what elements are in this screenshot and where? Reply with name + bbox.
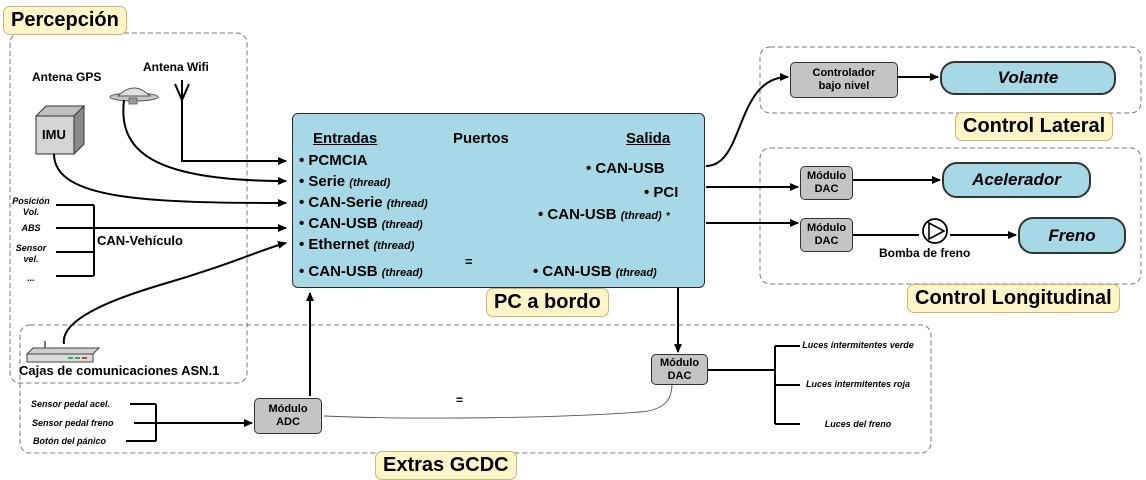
modulo-dac-extras-box: Módulo DAC — [651, 354, 708, 385]
luces-roja: Luces intermitentes roja — [805, 379, 911, 389]
output-can-usb-thread: • CAN-USB (thread) * — [538, 206, 670, 223]
salida-header: Salida — [626, 130, 671, 147]
input-can-serie: • CAN-Serie (thread) — [299, 194, 428, 211]
gps-antenna-icon — [109, 87, 159, 105]
pc-a-bordo-box: Entradas Puertos Salida • PCMCIA • Serie… — [292, 113, 705, 288]
section-extras-gcdc: Extras GCDC — [375, 451, 517, 480]
cajas-label: Cajas de comunicaciones ASN.1 — [19, 363, 220, 378]
signal-vel: vel. — [23, 254, 39, 264]
modulo-dac-1-box: Módulo DAC — [800, 166, 853, 200]
imu-label: IMU — [42, 127, 66, 142]
imu-icon — [34, 104, 86, 156]
bomba-label: Bomba de freno — [879, 246, 971, 260]
controlador-box: Controlador bajo nivel — [790, 62, 898, 98]
signal-vol: Vol. — [22, 207, 40, 217]
entradas-header: Entradas — [313, 130, 378, 147]
signal-posicion: Posición — [12, 196, 50, 206]
input-pcmcia: • PCMCIA — [299, 152, 368, 169]
output-pci: • PCI — [644, 184, 679, 201]
acelerador-box: Acelerador — [942, 162, 1091, 198]
wifi-antenna-icon — [174, 80, 190, 101]
can-vehiculo-label: CAN-Vehículo — [97, 233, 183, 248]
can-vehiculo-bracket — [56, 204, 287, 277]
luces-verde: Luces intermitentes verde — [802, 340, 914, 350]
modulo-dac-2-box: Módulo DAC — [800, 218, 853, 252]
signal-sensor: Sensor — [15, 243, 47, 253]
section-control-lateral: Control Lateral — [955, 112, 1114, 141]
modulo-adc-box: Módulo ADC — [254, 398, 322, 434]
extras-equals: = — [456, 393, 464, 407]
freno-box: Freno — [1018, 217, 1126, 254]
output-can-usb: • CAN-USB — [586, 160, 665, 177]
input-can-usb: • CAN-USB (thread) — [299, 215, 423, 232]
pc-equals: = — [465, 254, 473, 269]
signal-abs: ABS — [21, 223, 41, 233]
boton-panico: Botón del pánico — [33, 436, 106, 446]
signal-more: ... — [27, 273, 35, 283]
luces-freno: Luces del freno — [824, 419, 892, 429]
perception-region — [9, 32, 248, 384]
lateral-region — [759, 46, 1142, 114]
input-can-usb-2: • CAN-USB (thread) — [299, 263, 423, 280]
router-icon — [25, 341, 101, 363]
puertos-header: Puertos — [453, 130, 509, 147]
sensor-pedal-acel: Sensor pedal acel. — [31, 399, 111, 409]
pump-icon — [922, 218, 948, 244]
output-can-usb-2: • CAN-USB (thread) — [533, 263, 657, 280]
volante-box: Volante — [940, 61, 1116, 95]
section-pc-a-bordo: PC a bordo — [486, 288, 609, 317]
section-control-longitudinal: Control Longitudinal — [907, 284, 1120, 313]
antena-gps-label: Antena GPS — [32, 70, 102, 84]
input-serie: • Serie (thread) — [299, 173, 391, 190]
antena-wifi-label: Antena Wifi — [143, 60, 209, 74]
input-ethernet: • Ethernet (thread) — [299, 236, 415, 253]
section-percepcion: Percepción — [3, 6, 127, 35]
sensor-pedal-freno: Sensor pedal freno — [32, 418, 114, 428]
